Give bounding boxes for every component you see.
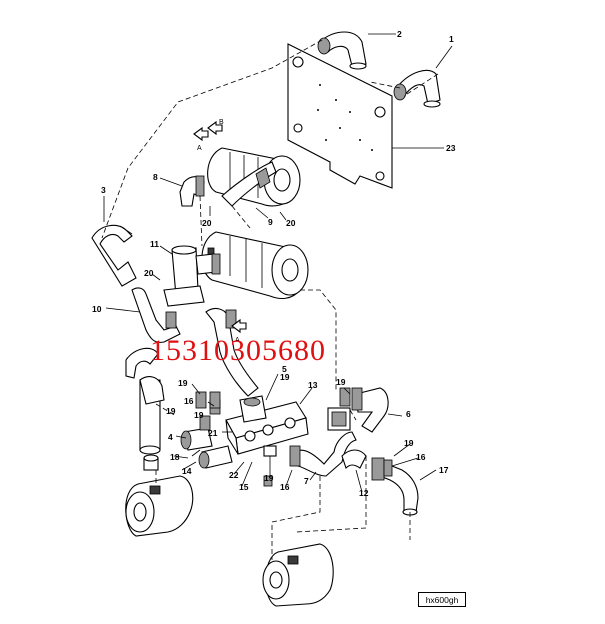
lower-filter-canister: [201, 231, 309, 300]
gaskets: [195, 387, 393, 487]
elbow-part-2: [317, 31, 367, 70]
elbow-part-8: [179, 175, 205, 207]
callout-16-left: 16: [184, 396, 194, 406]
callout-14: 14: [182, 466, 192, 476]
callout-19-d: 19: [336, 377, 346, 387]
clamp-part-18: [143, 454, 159, 471]
callout-15: 15: [239, 482, 249, 492]
callout-19-a: 19: [178, 378, 188, 388]
callout-13: 13: [308, 380, 318, 390]
callout-6: 6: [406, 409, 411, 419]
callout-19-b: 19: [194, 410, 204, 420]
callout-19-g: 19: [166, 406, 176, 416]
mounting-plate: [287, 43, 393, 189]
elbow-part-9: [221, 161, 277, 207]
view-letter-a-top: A: [197, 145, 202, 152]
figure-code-box: hx600gh: [418, 592, 466, 607]
elbow-part-4: [125, 347, 165, 455]
callout-1: 1: [449, 34, 454, 44]
callout-7: 7: [304, 476, 309, 486]
left-pump-housing: [125, 475, 194, 537]
callout-4: 4: [168, 432, 173, 442]
elbow-part-7: [289, 431, 357, 477]
callout-2: 2: [397, 29, 402, 39]
elbow-part-10: [131, 287, 181, 343]
callout-19-e: 19: [404, 438, 414, 448]
callout-3: 3: [101, 185, 106, 195]
callout-10: 10: [92, 304, 102, 314]
elbow-part-6: [351, 387, 389, 433]
callout-17: 17: [439, 465, 449, 475]
hose-part-3: [91, 224, 137, 287]
fittings-group: [180, 399, 277, 469]
callout-11: 11: [150, 239, 159, 249]
manifold-part-13: [225, 395, 309, 455]
callout-16-bottom: 16: [280, 482, 290, 492]
strap-part-12: [341, 449, 367, 470]
view-letter-b-top: B: [219, 119, 224, 126]
callout-20-b: 20: [286, 218, 296, 228]
callout-16-right: 16: [416, 452, 426, 462]
view-arrows: [193, 120, 247, 334]
view-letter-a-middle: A: [235, 337, 240, 344]
callout-8: 8: [153, 172, 158, 182]
callout-9: 9: [268, 217, 273, 227]
tee-part-11: [163, 245, 221, 307]
leader-lines: [103, 33, 453, 493]
elbow-part-1: [393, 69, 441, 108]
callout-19-f: 19: [264, 473, 274, 483]
routing-dashes: [101, 39, 439, 560]
callout-19-c: 19: [280, 372, 290, 382]
callout-22: 22: [229, 470, 239, 480]
callout-labels: 1 2 3 4 5 6 7 8 9 10 11 12 13 14 15 16 1…: [92, 29, 456, 498]
callout-21: 21: [208, 428, 218, 438]
callout-20-a: 20: [202, 218, 212, 228]
view-letters: A B A: [197, 119, 240, 344]
phone-watermark: 15310305680: [150, 334, 326, 367]
flange-block: [327, 407, 351, 431]
hose-part-5: [205, 307, 259, 397]
bottom-pump-housing: [262, 543, 334, 607]
callout-23: 23: [446, 143, 456, 153]
callout-18: 18: [170, 452, 180, 462]
callout-12: 12: [359, 488, 369, 498]
callout-20-c: 20: [144, 268, 154, 278]
elbow-part-17: [371, 457, 419, 516]
callout-5: 5: [282, 364, 287, 374]
